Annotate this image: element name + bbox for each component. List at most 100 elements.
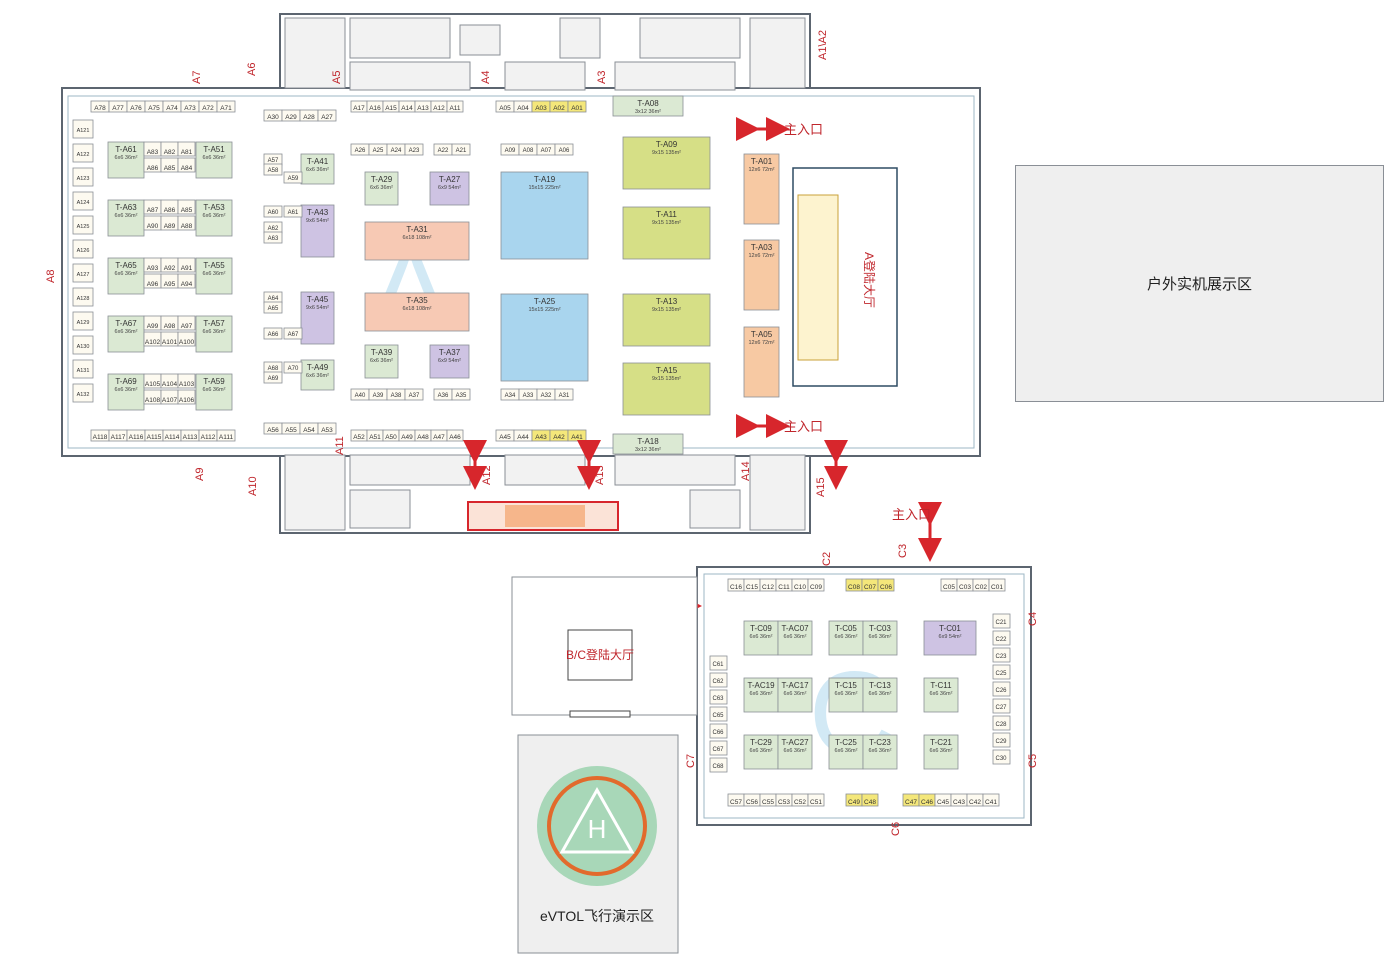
a-inner-triple-booth-label: A107: [162, 397, 178, 404]
exhibit-booth-size: 6x6 36m²: [869, 748, 892, 754]
exhibit-booth-size: 6x6 36m²: [370, 185, 393, 191]
a-inner-triple-booth-label: A92: [164, 265, 176, 272]
door-a5: A5: [331, 71, 343, 84]
exhibit-booth-size: 6x6 36m²: [203, 155, 226, 161]
a-inner-small-booth: [451, 143, 471, 156]
a-inner-small-booth: [554, 388, 574, 401]
exhibit-booth: [107, 257, 145, 295]
a-inner-triple-booth: [177, 273, 196, 289]
c-left-booth: [709, 672, 728, 688]
c-top-booth-label: C12: [762, 584, 774, 591]
a-bottom-mid3-booth-label: A43: [535, 434, 547, 441]
a-bottom-mid3-booth-label: A41: [571, 434, 583, 441]
a-top-left-booth: [216, 100, 236, 113]
exhibit-booth-size: 6x18 108m²: [402, 306, 431, 312]
exhibit-booth: [500, 171, 589, 260]
a-inner-triple-booth-label: A99: [147, 323, 159, 330]
c-right-booth: [992, 664, 1011, 680]
exhibit-booth: [300, 359, 335, 391]
a-top-mid3-booth: [567, 100, 587, 113]
c-left-booth-label: C62: [712, 679, 724, 685]
a-top-left-booth-label: A75: [148, 105, 160, 112]
c-right-booth-label: C22: [995, 637, 1007, 643]
exhibit-booth-size: 6x6 36m²: [835, 634, 858, 640]
a-left-wall-booth: [72, 335, 94, 355]
a-inner-small-booth-label: A08: [523, 148, 534, 154]
c-right-booth-label: C21: [995, 620, 1007, 626]
a-top-mid1-booth: [317, 109, 337, 122]
c-bottom-booth-label: C45: [937, 799, 949, 806]
a-inner-small-booth-label: A64: [268, 296, 279, 302]
a-left-wall-booth: [72, 191, 94, 211]
c-top-booth-label: C02: [975, 584, 987, 591]
exhibit-booth: [743, 620, 779, 656]
a-left-wall-booth-label: A123: [77, 176, 90, 182]
a-top-left-booth-label: A71: [220, 105, 232, 112]
exhibit-booth-size: 6x6 36m²: [784, 748, 807, 754]
door-a15: A15: [815, 477, 827, 497]
exhibit-booth: [828, 620, 864, 656]
a-inner-small-booth-label: A59: [288, 176, 299, 182]
a-inner-small-booth-label: A33: [523, 393, 534, 399]
a-inner-small-booth: [451, 388, 471, 401]
evtol-zone: H eVTOL飞行演示区: [517, 734, 679, 954]
exhibit-booth-id: T-A39: [371, 348, 393, 357]
a-inner-small-booth-label: A24: [391, 148, 402, 154]
exhibit-booth-id: T-A15: [656, 366, 678, 375]
exhibit-booth-id: T-A35: [406, 296, 428, 305]
exhibit-booth-id: T-A05: [751, 330, 773, 339]
a-bottom-mid2-booth-label: A49: [401, 434, 413, 441]
door-a6: A6: [246, 63, 258, 76]
c-main-entrance-label: 主入口: [892, 507, 931, 522]
door-a8: A8: [45, 270, 57, 283]
c-bottom-booth-label: C48: [864, 799, 876, 806]
c-top-booth-label: C01: [991, 584, 1003, 591]
c-left-booth: [709, 723, 728, 739]
exhibit-booth-id: T-C13: [869, 681, 891, 690]
a-left-wall-booth: [72, 311, 94, 331]
exhibit-booth-id: T-A59: [203, 377, 225, 386]
c-bottom-booth-label: C51: [810, 799, 822, 806]
a-left-wall-booth: [72, 143, 94, 163]
bc-lobby-label: B/C登陆大厅: [566, 647, 634, 662]
a-top-mid2-booth: [446, 100, 464, 113]
a-inner-small-booth: [554, 143, 574, 156]
c-bottom-booth: [861, 793, 879, 807]
a-bottom-left-booth-label: A115: [147, 434, 162, 441]
a-left-wall-booth: [72, 119, 94, 139]
a-inner-small-booth-label: A06: [559, 148, 570, 154]
c-left-booth-label: C67: [712, 747, 724, 753]
exhibit-booth-id: T-A09: [656, 140, 678, 149]
exhibit-booth-id: T-A63: [115, 203, 137, 212]
c-top-booth-label: C03: [959, 584, 971, 591]
c-left-booth: [709, 689, 728, 705]
a-bottom-mid1-booth: [317, 422, 337, 435]
exhibit-booth-size: 6x6 36m²: [203, 213, 226, 219]
a-bottom-left-booth-label: A113: [183, 434, 198, 441]
door-c7: C7: [685, 754, 697, 768]
a-inner-triple-booth-label: A85: [164, 165, 176, 172]
exhibit-booth: [195, 373, 233, 411]
c-bottom-booth-label: C52: [794, 799, 806, 806]
door-c5: C5: [1027, 754, 1039, 768]
a-inner-small-booth-label: A09: [505, 148, 516, 154]
a-inner-small-booth-label: A61: [288, 210, 299, 216]
a-top-mid2-booth-label: A16: [369, 105, 381, 112]
a-left-wall-booth: [72, 287, 94, 307]
a-bottom-mid3-booth-label: A44: [517, 434, 529, 441]
exhibit-booth: [622, 136, 711, 190]
c-top-booth-label: C10: [794, 584, 806, 591]
a-inner-small-booth-label: A66: [268, 332, 279, 338]
a-bottom-mid2-booth-label: A51: [369, 434, 381, 441]
a-inner-triple-booth: [177, 315, 196, 331]
a-inner-triple-booth-label: A86: [147, 165, 159, 172]
a-inner-triple-booth-label: A87: [147, 207, 159, 214]
exhibit-booth-id: T-C23: [869, 738, 891, 747]
a-inner-triple-booth-label: A100: [179, 339, 195, 346]
exhibit-booth: [622, 293, 711, 347]
a-top-mid2-booth-label: A11: [449, 105, 460, 112]
exhibit-booth-id: T-AC19: [747, 681, 775, 690]
exhibit-booth-id: T-A13: [656, 297, 678, 306]
a-inner-small-booth-label: A70: [288, 366, 299, 372]
